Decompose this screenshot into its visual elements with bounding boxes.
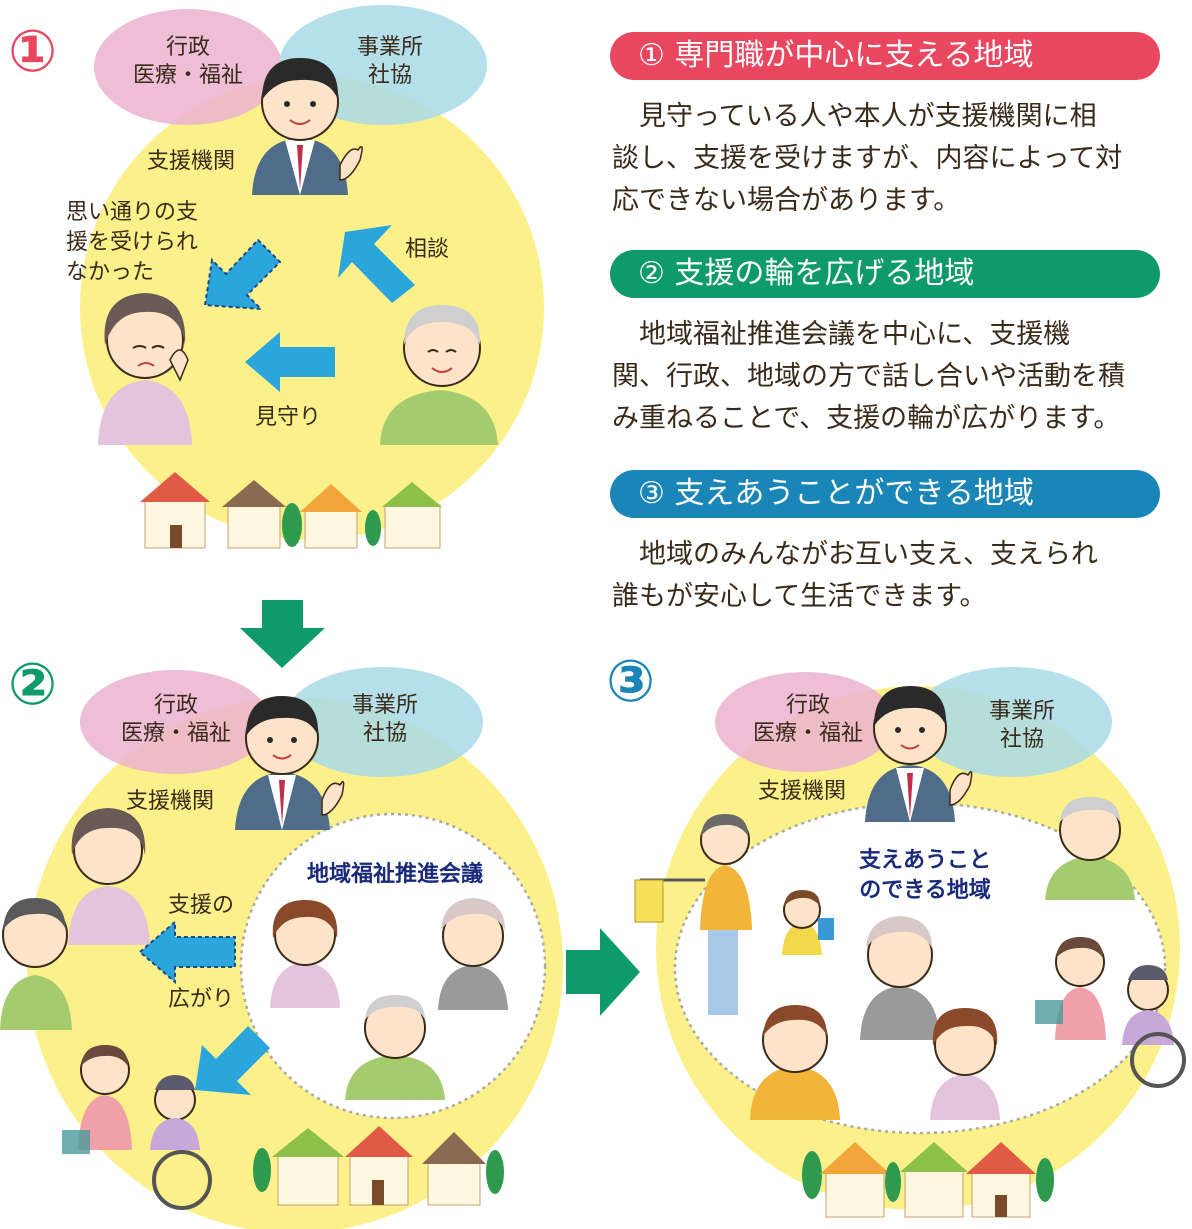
- panel-2-support-org-label: 支援機関: [126, 789, 215, 814]
- panel-3-title: 支えあうこと のできる地域: [830, 846, 1020, 905]
- panel-1-consult-label: 相談: [405, 237, 450, 262]
- panel-3-elderly-man-figure: [1045, 797, 1135, 900]
- panel-2-support-staff-figure: [235, 696, 345, 830]
- section-1-line-3: 応できない場合があります。: [612, 185, 961, 216]
- panel-2-meeting-woman-figure: [270, 900, 340, 1008]
- panel-2-office-line1: 事業所: [351, 693, 418, 718]
- panel-3-office-line2: 社協: [999, 726, 1044, 752]
- section-2-heading: ② 支援の輪を広げる地域: [610, 250, 1160, 298]
- panel-1-office-line1: 事業所: [356, 35, 423, 60]
- panel-3-support-org-label: 支援機関: [758, 779, 847, 804]
- panel-3-flag-man-figure: [634, 814, 752, 1015]
- section-3-body: 地域のみんながお互い支え、支えられ 誰もが安心して生活できます。: [612, 534, 1172, 618]
- panel-2-office-bubble: [283, 667, 483, 777]
- panel-3-elderly-woman-figure: [860, 916, 940, 1040]
- panel-1-unmet-line1: 思い通りの支: [66, 200, 199, 225]
- panel-1-support-org-label: 支援機関: [147, 149, 236, 174]
- panel-1-watch-label: 見守り: [255, 405, 322, 430]
- section-2-line-1: 地域福祉推進会議を中心に、支援機: [612, 319, 1071, 350]
- section-2-body: 地域福祉推進会議を中心に、支援機 関、行政、地域の方で話し合いや活動を積 み重ね…: [612, 314, 1172, 440]
- panel-2-spread-line1: 支援の: [168, 893, 235, 918]
- panel-3-office-bubble: [912, 667, 1112, 777]
- panel-1-consult-arrow: [338, 225, 415, 303]
- panel-1-houses: [140, 472, 442, 549]
- section-3-line-2: 誰もが安心して生活できます。: [612, 581, 987, 612]
- panel-2-troubled-woman-figure: [68, 808, 150, 945]
- panel-1-unmet-label: 思い通りの支 援を受けられ なかった: [66, 198, 198, 288]
- panel-2-admin-label: 行政 医療・福祉: [106, 692, 246, 747]
- panel-1-office-label: 事業所 社協: [345, 34, 435, 89]
- panel-2-worried-man-figure: [0, 898, 72, 1030]
- panel-1-watch-arrow: [245, 332, 335, 392]
- panel-1-number: ①: [8, 17, 58, 85]
- panel-1-unmet-arrow: [203, 238, 282, 311]
- section-1-heading: ① 専門職が中心に支える地域: [610, 32, 1160, 80]
- panel-2-spread-line2: 広がり: [168, 987, 235, 1012]
- panel-3-office-label: 事業所 社協: [977, 698, 1067, 753]
- panel-3-admin-bubble: [715, 672, 895, 772]
- panel-2-spread-arrow-down: [195, 1026, 270, 1095]
- panel-1-admin-line1: 行政: [165, 35, 210, 60]
- panel-1-admin-label: 行政 医療・福祉: [118, 34, 258, 89]
- section-1-body: 見守っている人や本人が支援機関に相 談し、支援を受けますが、内容によって対 応で…: [612, 96, 1172, 222]
- panel-3-wheelchair-figure: [1122, 965, 1186, 1088]
- panel-3-admin-label: 行政 医療・福祉: [738, 692, 878, 747]
- panel-2-office-line2: 社協: [362, 720, 407, 746]
- panel-2-admin-line2: 医療・福祉: [120, 720, 231, 746]
- section-3-line-1: 地域のみんながお互い支え、支えられ: [612, 539, 1098, 570]
- panel-2-admin-line1: 行政: [153, 693, 198, 718]
- panel-3-caregiver-figure: [1035, 937, 1106, 1040]
- panel-1-unmet-line2: 援を受けられ: [66, 230, 199, 255]
- panel-2-meeting-elderly-woman-figure: [438, 898, 508, 1010]
- panel-1-troubled-woman-figure: [98, 293, 192, 445]
- panel-3-number: ③: [606, 647, 656, 715]
- panel-1-admin-bubble: [94, 9, 282, 125]
- panel-2-meeting-title: 地域福祉推進会議: [306, 862, 483, 887]
- section-2-line-2: 関、行政、地域の方で話し合いや活動を積: [612, 361, 1125, 392]
- panel-2-meeting-circle: [239, 812, 547, 1120]
- panel-1-admin-line2: 医療・福祉: [132, 62, 243, 88]
- panel-2-admin-bubble: [80, 670, 270, 774]
- section-3-heading: ③ 支えあうことができる地域: [610, 470, 1160, 518]
- panel-3-woman-figure: [930, 1008, 1000, 1120]
- panel-2-office-label: 事業所 社協: [340, 692, 430, 747]
- panel-1-office-line2: 社協: [367, 62, 412, 88]
- panel-2-wheelchair-figure: [150, 1075, 212, 1210]
- panel-1-support-staff-figure: [252, 58, 363, 195]
- panel-3-title-line1: 支えあうこと: [858, 848, 991, 873]
- section-1-line-2: 談し、支援を受けますが、内容によって対: [612, 143, 1123, 174]
- section-1-line-1: 見守っている人や本人が支援機関に相: [612, 101, 1097, 132]
- panel-3-child-figure: [782, 890, 834, 955]
- panel-3-office-line1: 事業所: [988, 699, 1055, 724]
- section-2-line-3: み重ねることで、支援の輪が広がります。: [612, 403, 1121, 434]
- panel-3-boy-figure: [750, 1005, 840, 1120]
- panel-3-houses: [802, 1142, 1054, 1218]
- panel-3-admin-line1: 行政: [785, 693, 830, 718]
- panel-2-number: ②: [8, 650, 58, 718]
- panel-3-title-line2: のできる地域: [859, 877, 991, 903]
- panel-3-support-staff-figure: [865, 686, 973, 822]
- panel-1-unmet-line3: なかった: [66, 260, 155, 285]
- panel-2-houses: [253, 1126, 504, 1206]
- panel-3-admin-line2: 医療・福祉: [752, 720, 863, 746]
- panel-2-caregiver-figure: [62, 1045, 132, 1154]
- panel-1-elderly-man-figure: [380, 305, 498, 445]
- panel-2-meeting-elderly-man-figure: [345, 995, 445, 1100]
- panel-2-spread-arrow-left: [138, 919, 236, 985]
